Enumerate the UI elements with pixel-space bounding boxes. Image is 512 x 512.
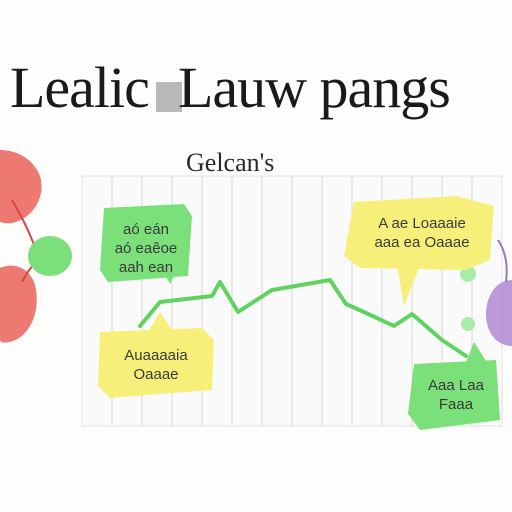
green-top-note-line: aó eán [123, 221, 169, 238]
yellow-left-note-text: Auaaaaia Oaaae [104, 346, 208, 384]
green-dot-2 [461, 317, 475, 331]
heading-left-text: Lealic [10, 55, 150, 120]
yellow-right-note [344, 196, 494, 270]
yellow-right-bubble-tail [396, 258, 422, 306]
heading-gray-block [156, 82, 182, 112]
green-bottom-bubble-tail [466, 342, 488, 364]
chart-title: Gelcan's [186, 148, 275, 177]
yellow-right-note-line: aaa ea Oaaae [374, 234, 470, 251]
green-bottom-note [408, 360, 500, 430]
purple-blob-right [486, 280, 512, 346]
yellow-right-note-text: A ae Loaaaie aaa ea Oaaae [360, 214, 484, 252]
green-top-note [100, 204, 192, 282]
yellow-right-note-line: A ae Loaaaie [378, 215, 466, 232]
green-bottom-note-text: Aaa Laa Faaa [416, 376, 496, 414]
page-heading: Lealic Lauw pangs [0, 52, 512, 132]
green-dot-1 [460, 266, 476, 282]
green-bottom-note-line: Faaa [438, 396, 474, 413]
green-bottom-note-line: Aaa Laa [428, 377, 484, 394]
yellow-left-note-line: Oaaae [133, 366, 179, 383]
green-top-note-line: aah ean [118, 259, 174, 276]
green-top-note-line: aó eaêoe [114, 240, 178, 257]
heading-right-text: Lauw pangs [178, 55, 451, 120]
purple-connector-line [497, 239, 508, 283]
green-node-left [28, 236, 72, 276]
trend-line [138, 278, 468, 358]
yellow-left-note [98, 328, 214, 398]
red-blob-top [0, 150, 42, 224]
yellow-left-bubble-tail [148, 312, 172, 332]
green-top-note-text: aó eán aó eaêoe aah ean [108, 220, 184, 277]
red-blob-bottom [0, 265, 37, 343]
yellow-left-note-line: Auaaaaia [124, 347, 188, 364]
